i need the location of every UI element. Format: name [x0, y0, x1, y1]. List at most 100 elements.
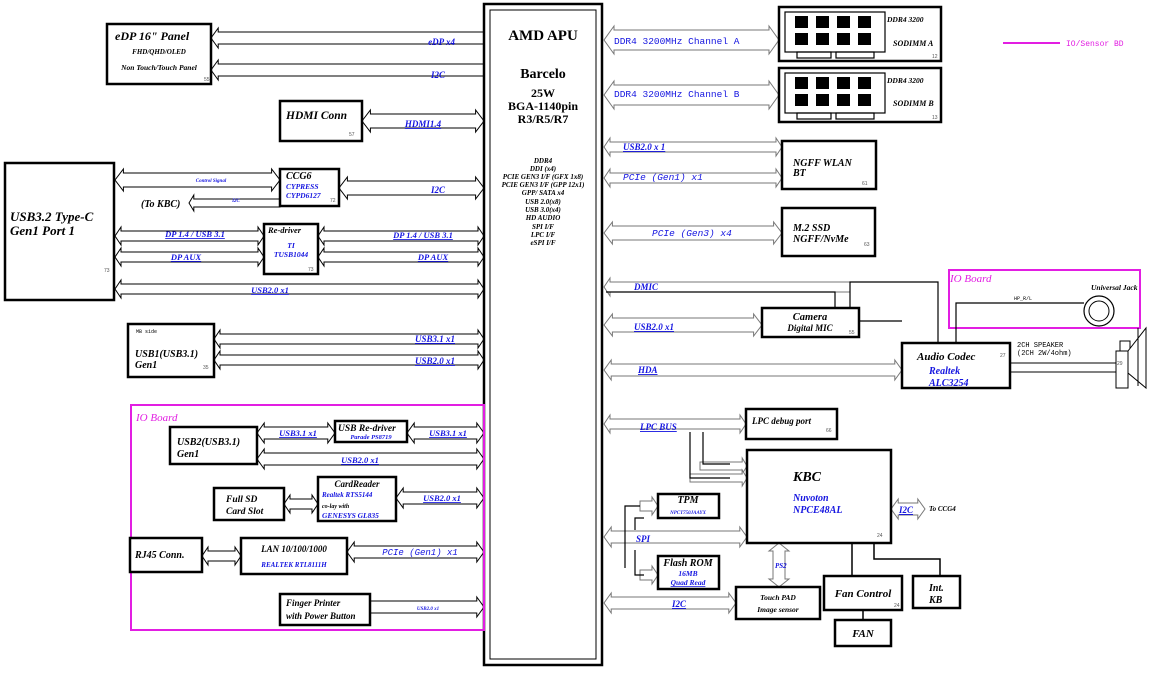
- bus-label-finger: USB2.0 x1: [417, 607, 439, 612]
- dimm-a-speed: DDR4 3200: [886, 15, 924, 24]
- fan-control-title: Fan Control: [834, 588, 892, 600]
- touchpad-line2: Image sensor: [756, 605, 799, 614]
- bus-label-kbc-i2c: I2C: [898, 505, 914, 515]
- ssd-block[interactable]: M.2 SSD NGFF/NvMe 63: [780, 206, 877, 258]
- bus-label-lan: PCIe (Gen1) x1: [382, 548, 458, 558]
- typec-line1: USB3.2 Type-C: [10, 209, 94, 224]
- lpc-debug-block[interactable]: LPC debug port 66: [744, 407, 839, 441]
- bus-label-typec-usb2: USB2.0 x1: [251, 285, 289, 295]
- finger-printer-block[interactable]: Finger Printer with Power Button: [278, 592, 372, 627]
- rj45-block[interactable]: RJ45 Conn.: [128, 536, 204, 574]
- page-ref: 66: [826, 428, 832, 434]
- apu-feature: DDR4: [533, 157, 553, 165]
- speaker-line2: (2CH 2W/4ohm): [1017, 350, 1072, 358]
- fan-control-block[interactable]: Fan Control 24: [822, 574, 904, 612]
- wlan-pcie-arrow: [603, 167, 783, 189]
- hdmi-conn-block[interactable]: HDMI Conn 57: [278, 99, 364, 143]
- page-ref: 61: [862, 181, 868, 187]
- bus-label-edp: eDP x4: [428, 37, 455, 47]
- lan-arrow: [346, 540, 485, 564]
- page-ref: 24: [894, 603, 900, 609]
- page-ref: 13: [932, 115, 938, 121]
- apu-feature: PCIE GEN3 I/F (GPP 12x1): [502, 181, 585, 189]
- bus-label-usb2-right: USB3.1 x1: [429, 428, 467, 438]
- hdmi-arrow: [361, 108, 485, 134]
- flash-rom-block[interactable]: Flash ROM 16MB Quad Read: [656, 554, 721, 591]
- apu-feature: USB 3.0(x4): [525, 206, 561, 214]
- int-kb-block[interactable]: Int. KB: [911, 574, 962, 610]
- page-ref: 72: [330, 198, 336, 204]
- kbc-block[interactable]: KBC Nuvoton NPCE48AL 24: [745, 448, 893, 545]
- touchpad-arrow: [603, 591, 737, 615]
- tpm-arrow: [639, 495, 659, 517]
- page-ref: 73: [104, 268, 110, 274]
- int-kb-line2: KB: [928, 595, 943, 606]
- fan-block[interactable]: FAN: [833, 618, 893, 648]
- apu-feature: USB 2.0(x8): [525, 198, 561, 206]
- dimm-b-name: SODIMM B: [893, 99, 934, 108]
- lan-title: LAN 10/100/1000: [260, 544, 327, 554]
- bus-label-cardreader: USB2.0 x1: [423, 493, 461, 503]
- io-board-left: IO Board: [130, 404, 485, 631]
- typec-usb2-arrow: [114, 278, 485, 300]
- dimm-chip: [858, 94, 871, 106]
- dimm-chip: [816, 94, 829, 106]
- lpc-arrow: [603, 413, 747, 435]
- ccg6-block[interactable]: CCG6 CYPRESS CYPD6127 72: [278, 167, 341, 208]
- page-ref: 12: [932, 54, 938, 60]
- legend-label: IO/Sensor BD: [1066, 40, 1124, 49]
- flash-size: 16MB: [678, 569, 697, 578]
- sd-slot-block[interactable]: Full SD Card Slot: [212, 486, 286, 522]
- bus-label-ccg-i2c: I2C: [430, 185, 446, 195]
- audio-codec-block[interactable]: Audio Codec Realtek ALC3254 27: [900, 341, 1012, 390]
- ssd-line1: M.2 SSD: [792, 223, 830, 234]
- edp-panel-title: eDP 16" Panel: [115, 29, 190, 43]
- wlan-block[interactable]: NGFF WLAN BT 61: [780, 139, 878, 191]
- sd-line1: Full SD: [225, 495, 258, 505]
- usb1-usb20-arrow: [213, 349, 485, 371]
- apu-block[interactable]: AMD APU Barcelo 25W BGA-1140pin R3/R5/R7…: [482, 2, 604, 667]
- int-kb-line1: Int.: [928, 583, 944, 594]
- usb2-right-arrow: [406, 421, 485, 445]
- dimm-chip: [858, 16, 871, 28]
- sodimm-b-block[interactable]: DDR4 3200 SODIMM B 13: [777, 66, 943, 124]
- kbc-part: NPCE48AL: [792, 505, 842, 516]
- usb2-block[interactable]: USB2(USB3.1) Gen1: [168, 425, 259, 466]
- cardreader-block[interactable]: CardReader Realtek RTS5144 co-lay with G…: [316, 475, 398, 523]
- edp-panel-block[interactable]: eDP 16" Panel FHD/QHD/OLED Non Touch/Tou…: [105, 22, 213, 86]
- sd-arrow: [283, 493, 319, 515]
- flash-mode: Quad Read: [671, 578, 706, 587]
- page-ref: 73: [308, 267, 314, 273]
- apu-feature: GPP/ SATA x4: [522, 189, 565, 197]
- dimm-b-speed: DDR4 3200: [886, 76, 924, 85]
- sodimm-a-block[interactable]: DDR4 3200 SODIMM A 12: [777, 5, 943, 63]
- lan-block[interactable]: LAN 10/100/1000 REALTEK RTL8111H: [239, 536, 349, 576]
- camera-block[interactable]: Camera Digital MIC 55: [760, 306, 861, 339]
- universal-jack[interactable]: Universal Jack: [1083, 283, 1138, 327]
- audio-title: Audio Codec: [916, 351, 975, 363]
- ssd-line2: NGFF/NvMe: [792, 234, 849, 245]
- io-board-label: IO Board: [135, 412, 178, 424]
- hp-label: HP_R/L: [1014, 296, 1032, 302]
- dp-right-arrow: [317, 225, 485, 247]
- typec-port-block[interactable]: USB3.2 Type-C Gen1 Port 1 73: [3, 161, 116, 302]
- redriver-block[interactable]: Re-driver TI TUSB1044 73: [262, 222, 320, 276]
- dimm-chip: [816, 33, 829, 45]
- usb-redriver-title: USB Re-driver: [338, 424, 396, 434]
- touchpad-block[interactable]: Touch PAD Image sensor: [734, 585, 822, 621]
- apu-feature: LPC I/F: [530, 231, 556, 239]
- page-ref: 55: [849, 330, 855, 336]
- usb-redriver-block[interactable]: USB Re-driver Parade PS8719: [333, 419, 409, 444]
- ccg6-title: CCG6: [286, 171, 312, 182]
- tpm-block[interactable]: TPM NPCT750JAAYX: [656, 492, 721, 520]
- usb2-left-arrow: [256, 421, 336, 445]
- ddr-a-arrow: [603, 24, 780, 56]
- redriver-title: Re-driver: [267, 225, 302, 235]
- dimm-chip: [837, 77, 850, 89]
- tpm-title: TPM: [677, 495, 699, 506]
- usb1-block[interactable]: MB side USB1(USB3.1) Gen1 35: [126, 322, 216, 379]
- speaker[interactable]: 2CH SPEAKER (2CH 2W/4ohm) 29: [1010, 326, 1147, 390]
- usb-redriver-part: Parade PS8719: [350, 434, 392, 441]
- dimm-chip: [795, 94, 808, 106]
